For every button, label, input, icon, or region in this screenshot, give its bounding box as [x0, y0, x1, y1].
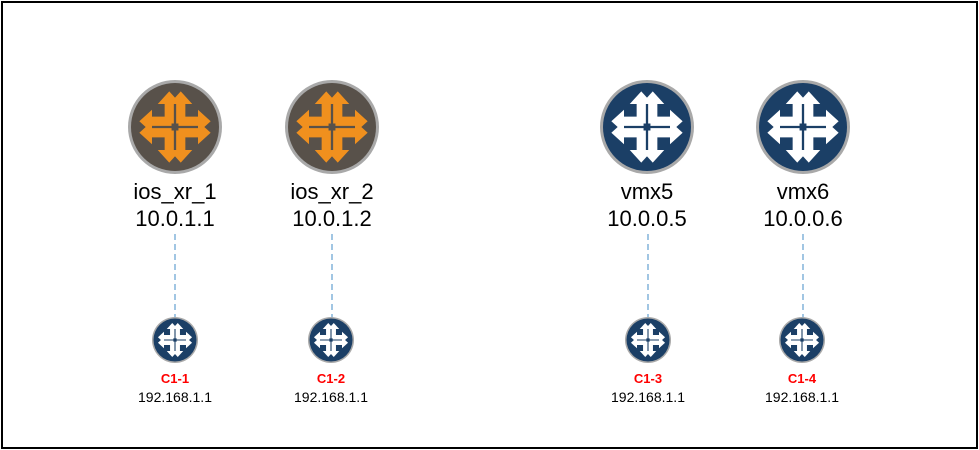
client-c1-3-icon[interactable] — [625, 317, 671, 363]
router-name-ios-xr-2: ios_xr_2 — [290, 179, 374, 204]
client-ip-c1-1: 192.168.1.1 — [138, 389, 212, 405]
client-name-c1-3: C1-3 — [633, 371, 663, 386]
client-ip-c1-4: 192.168.1.1 — [765, 389, 839, 405]
client-name-c1-1: C1-1 — [160, 371, 190, 386]
client-name-c1-2: C1-2 — [316, 371, 346, 386]
router-ip-ios-xr-2: 10.0.1.2 — [292, 206, 372, 231]
client-c1-4-icon[interactable] — [779, 317, 825, 363]
router-ios-xr-2-icon[interactable] — [285, 80, 379, 174]
client-ip-c1-2: 192.168.1.1 — [294, 389, 368, 405]
client-name-c1-4: C1-4 — [787, 371, 817, 386]
client-c1-1-icon[interactable] — [152, 317, 198, 363]
client-ip-c1-3: 192.168.1.1 — [611, 389, 685, 405]
router-ip-vmx5: 10.0.0.5 — [607, 206, 687, 231]
client-c1-2-icon[interactable] — [308, 317, 354, 363]
router-vmx6-icon[interactable] — [756, 80, 850, 174]
router-name-vmx6: vmx6 — [776, 179, 830, 204]
router-name-vmx5: vmx5 — [620, 179, 674, 204]
router-ip-vmx6: 10.0.0.6 — [763, 206, 843, 231]
router-ios-xr-1-icon[interactable] — [128, 80, 222, 174]
router-ip-ios-xr-1: 10.0.1.1 — [135, 206, 215, 231]
links — [174, 234, 804, 318]
router-name-ios-xr-1: ios_xr_1 — [133, 179, 217, 204]
router-vmx5-icon[interactable] — [600, 80, 694, 174]
